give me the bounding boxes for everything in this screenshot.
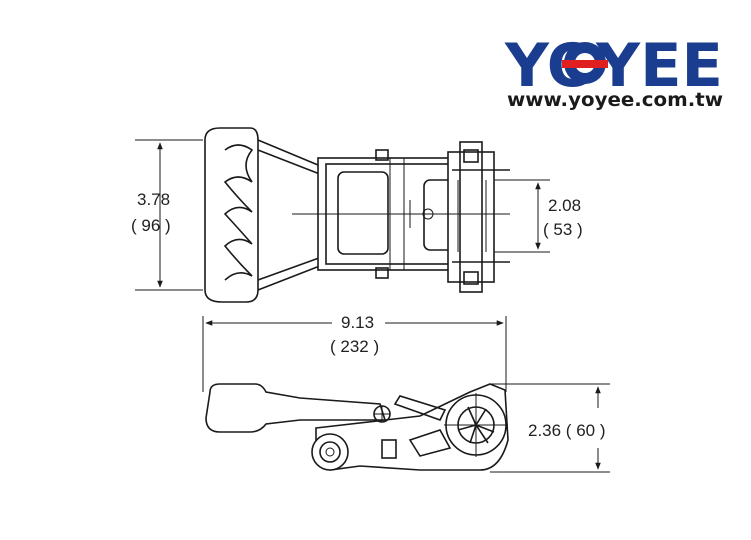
side-view (205, 383, 610, 473)
logo-emblem-icon (562, 42, 608, 84)
length-inch-label: 9.13 (341, 313, 374, 332)
brand-logo: YOYEE www.yoyee.com.tw (504, 31, 723, 111)
length-mm-label: ( 232 ) (330, 337, 379, 356)
top-view (135, 127, 550, 303)
brand-logo-text: YOYEE (504, 31, 723, 101)
strap-width-inch-label: 2.08 (548, 196, 581, 215)
brand-url: www.yoyee.com.tw (507, 89, 723, 111)
height-inch-label: 3.78 (137, 190, 170, 209)
side-height-label: 2.36 ( 60 ) (528, 421, 606, 440)
strap-width-mm-label: ( 53 ) (543, 220, 583, 239)
height-mm-label: ( 96 ) (131, 216, 171, 235)
length-dimension (202, 316, 507, 392)
